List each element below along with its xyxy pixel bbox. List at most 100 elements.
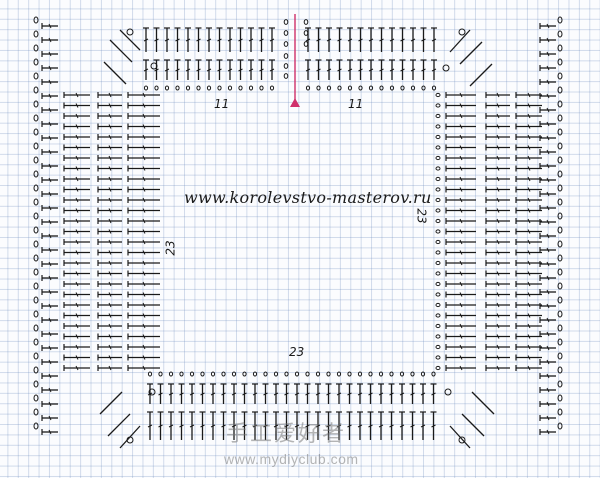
bottom-outer-stitch-25-tick (410, 424, 415, 428)
corner-diagonal-stitch-9 (449, 425, 471, 449)
left-outer-stitch-3-tick (75, 124, 79, 129)
right-chain-loop-3 (435, 124, 441, 129)
top-inner-stitch-2-tick (164, 68, 170, 72)
bottom-chain-loop-24 (399, 371, 405, 377)
far-right-stitch-12-tick (546, 191, 550, 197)
right-inner-stitch-19-tick (459, 292, 463, 297)
bottom-inner-stitch-4-tick (189, 392, 195, 396)
left-mid-stitch-18-tick (108, 281, 112, 287)
right-inner-stitch-4-tick (459, 134, 463, 140)
right-chain-loop-26 (435, 365, 441, 371)
right-inner-stitch-2-tick (459, 113, 463, 119)
left-mid-stitch-21-tick (108, 313, 112, 318)
left-mid-stitch-9-tick (108, 187, 112, 192)
right-outer-stitch-4-tick (527, 134, 531, 140)
left-outer-stitch-15-tick (75, 250, 79, 255)
right-mid-stitch-15-tick (496, 250, 500, 255)
far-left-loop-22 (33, 324, 39, 332)
top-inner-stitch-12-tick (269, 68, 275, 72)
far-right-loop-25 (557, 366, 563, 374)
left-mid-stitch-14-tick (108, 239, 112, 245)
left-outer-stitch-2-tick (75, 113, 79, 119)
left-mid-stitch-3-tick (108, 124, 112, 129)
right-inner-stitch-22-tick (459, 323, 463, 329)
left-inner-stitch-11-tick (142, 208, 146, 213)
far-left-loop-7 (33, 114, 39, 122)
left-inner-stitch-19-tick (142, 292, 146, 297)
far-left-loop-20 (33, 296, 39, 304)
bottom-chain-loop-5 (200, 371, 205, 377)
top-inner-stitch-4-tick (185, 68, 191, 72)
left-outer-stitch-7-tick (75, 166, 79, 171)
far-left-loop-19 (33, 282, 39, 290)
right-mid-stitch-18-tick (496, 281, 500, 287)
left-outer-stitch-19-tick (75, 292, 79, 297)
bottom-inner-stitch-21-tick (368, 392, 373, 396)
far-right-stitch-21-tick (546, 317, 550, 323)
bottom-chain-loop-25 (410, 371, 415, 377)
far-right-stitch-20-tick (546, 303, 550, 309)
right-chain-loop-16 (435, 260, 441, 266)
far-right-stitch-24-tick (546, 359, 550, 365)
top-inner-stitch-23-tick (410, 68, 416, 72)
top-inner-stitch-16-tick (337, 68, 342, 72)
left-outer-stitch-16-tick (75, 260, 79, 266)
top-inner-stitch-13-tick (305, 68, 311, 72)
far-left-stitch-18-tick (48, 275, 52, 281)
top-centre-loop-4 (283, 63, 289, 69)
far-right-stitch-22-tick (546, 331, 550, 337)
far-right-loop-21 (557, 310, 563, 318)
far-right-loop-20 (557, 296, 563, 304)
right-mid-stitch-12-tick (496, 218, 500, 224)
right-chain-loop-19 (435, 292, 441, 297)
far-right-loop-6 (557, 100, 563, 108)
corner-loop-0 (126, 28, 134, 36)
right-inner-stitch-10-tick (459, 197, 463, 203)
top-centre-loop-2 (283, 41, 289, 47)
right-chain-loop-18 (435, 281, 441, 287)
top-chain-loop-14 (316, 85, 321, 91)
far-left-stitch-3-tick (48, 65, 52, 71)
right-mid-stitch-21-tick (496, 313, 500, 318)
left-inner-stitch-8-tick (142, 176, 146, 182)
top-outer-stitch-6-tick (206, 38, 212, 42)
far-left-stitch-6-tick (48, 107, 52, 113)
left-mid-stitch-22-tick (108, 323, 112, 329)
count-bottom: 23 (289, 345, 305, 359)
far-left-loop-28 (33, 408, 39, 416)
right-chain-loop-7 (435, 166, 441, 171)
left-inner-stitch-13-tick (142, 229, 146, 234)
left-outer-stitch-9-tick (75, 187, 79, 192)
far-right-loop-13 (557, 198, 563, 206)
far-right-loop-1 (557, 30, 563, 38)
top-inner-stitch-22-tick (400, 68, 405, 72)
far-left-loop-4 (33, 72, 39, 80)
left-outer-stitch-22-tick (75, 323, 79, 329)
bottom-chain-loop-23 (389, 371, 394, 377)
start-arrow-icon (290, 98, 300, 107)
right-mid-stitch-3-tick (496, 124, 500, 129)
left-inner-stitch-4-tick (142, 134, 146, 140)
far-left-stitch-21-tick (48, 317, 52, 323)
far-left-loop-10 (33, 156, 39, 164)
right-chain-loop-17 (435, 271, 441, 276)
bottom-outer-stitch-12-tick (273, 424, 279, 428)
top-outer-stitch-3-tick (175, 38, 180, 42)
left-inner-stitch-25-tick (142, 355, 146, 360)
bottom-chain-loop-8 (231, 371, 237, 377)
right-inner-stitch-25-tick (459, 355, 463, 360)
left-outer-stitch-26-tick (75, 365, 79, 371)
right-inner-stitch-14-tick (459, 239, 463, 245)
corner-loop-7 (444, 388, 452, 396)
right-outer-stitch-21-tick (527, 313, 531, 318)
right-chain-loop-9 (435, 187, 441, 192)
corner-loop-1 (458, 28, 466, 36)
left-mid-stitch-25-tick (108, 355, 112, 360)
left-inner-stitch-2-tick (142, 113, 146, 119)
far-right-stitch-25-tick (546, 373, 550, 379)
left-outer-stitch-17-tick (75, 271, 79, 276)
right-outer-stitch-5-tick (527, 145, 531, 150)
far-right-loop-27 (557, 394, 563, 402)
left-mid-stitch-2-tick (108, 113, 112, 119)
